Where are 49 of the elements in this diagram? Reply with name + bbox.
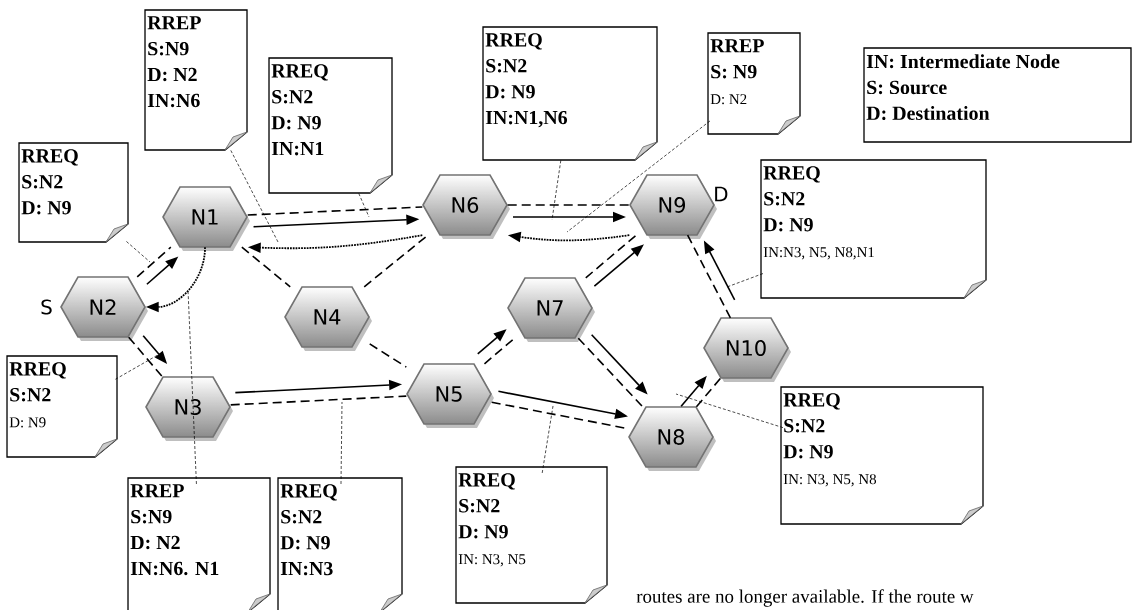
note-box: RREQ S:N2 D: N9 [6,355,118,458]
note-box: RREQ S:N2 D: N9 IN:N3, N5, N8,N1 [760,159,987,299]
note-box: RREQ S:N2 D: N9 IN:N1,N6 [482,26,658,161]
hexagon-node: N3 [145,376,233,441]
leader-line [675,393,784,428]
leader-line [358,193,370,218]
link-line [229,395,408,406]
leader-line [566,120,711,233]
link-line [136,246,172,278]
note-box: RREQ S:N2 D: N9 IN:N3 [277,477,403,610]
link-line [695,377,722,408]
note-box: RREQ S:N2 D: N9 IN:N1 [268,57,393,194]
hexagon-node: N4 [284,286,372,351]
role-letter: D [715,186,728,202]
arrow [593,244,644,288]
leader-line [187,289,197,485]
note-box: RREQ S:N2 D: N9 [18,142,129,243]
hexagon-node: N8 [628,406,716,471]
body-text: routes are no longer available. If the route w [636,589,974,607]
link-line [246,206,424,216]
link-line [368,343,408,368]
link-line [577,337,644,408]
note-box: RREP S:N9 D: N2 IN:N6. N1 [127,477,271,610]
leader-line [126,241,151,263]
link-line [363,234,429,288]
legend-box: IN: Intermediate Node S: Source D: Destination [863,47,1132,143]
leader-line [340,401,343,485]
link-line [127,336,164,378]
hexagon-node: N2 [60,276,148,341]
leader-line [541,405,554,474]
link-line [506,204,631,206]
leader-line [230,150,279,243]
link-line [686,234,732,319]
link-line [483,337,516,365]
hexagon-node: N5 [406,363,494,428]
link-line [241,246,291,288]
note-box: RREQ S:N2 D: N9 IN: N3, N5 [455,466,608,604]
leader-line [115,351,164,380]
link-line [584,234,638,279]
leader-line [726,273,764,288]
hexagon-node: N10 [703,317,791,382]
note-box: RREP S:N9 D: N2 IN:N6 [144,9,248,151]
hexagon-node: N6 [422,174,510,239]
note-box: RREP S: N9 D: N2 [707,32,801,135]
hexagon-node: N1 [162,186,250,251]
hexagon-node: N7 [507,277,595,342]
note-box: RREQ S:N2 D: N9 IN: N3, N5, N8 [780,386,984,525]
role-letter: S [41,299,52,315]
leader-line [551,160,562,221]
